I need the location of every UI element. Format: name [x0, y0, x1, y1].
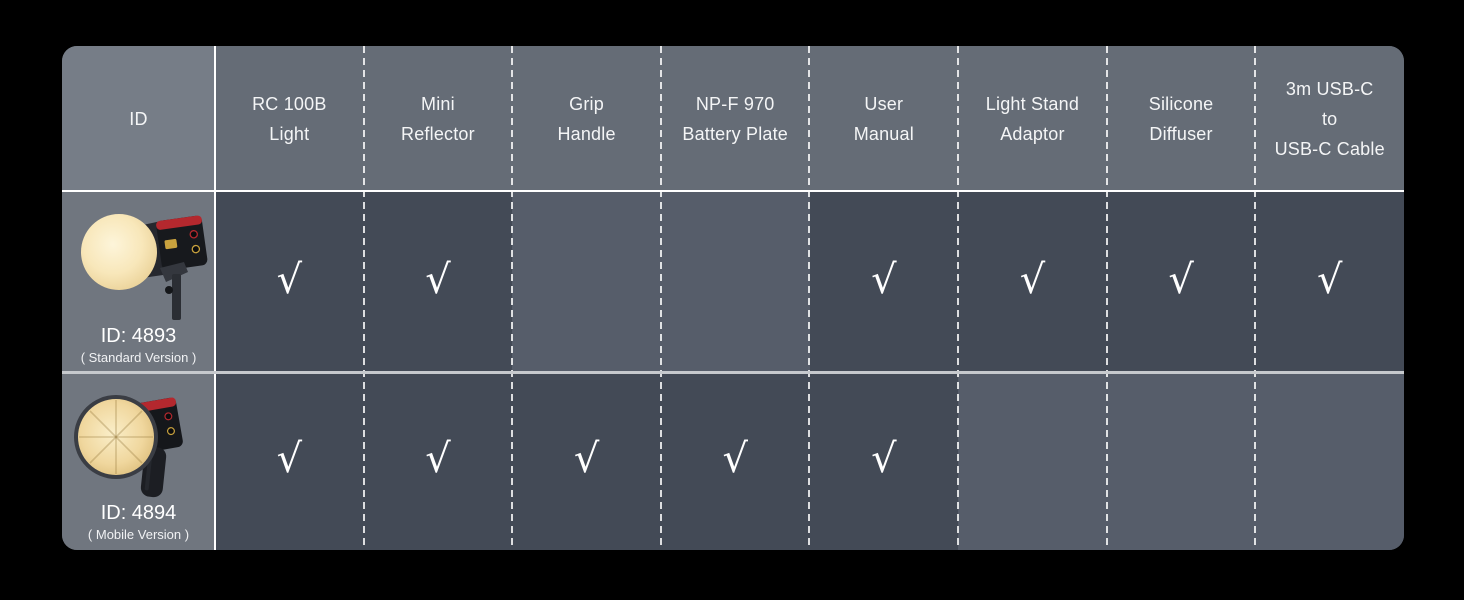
cell-row2-np-f-970-battery-plate: √: [660, 373, 810, 550]
product-image-light-with-dome-diffuser: [81, 214, 208, 320]
cell-row2-light-stand-adaptor: [958, 373, 1107, 550]
cell-row1-mini-reflector: √: [363, 192, 513, 373]
check-icon: √: [276, 435, 303, 482]
cell-row2-usb-c-cable: [1255, 373, 1404, 550]
column-header-label: ID: [129, 109, 148, 129]
column-header-label: Grip: [569, 94, 604, 114]
column-header-label: NP-F 970: [695, 94, 775, 114]
check-icon: √: [276, 256, 303, 303]
product-id-label: ID: 4893: [100, 325, 177, 347]
column-header-label: Battery Plate: [682, 124, 789, 144]
cell-row2-silicone-diffuser: [1106, 373, 1256, 550]
column-header-label-group: RC 100B Light: [252, 89, 326, 149]
column-header-rc-100b-light: RC 100B Light: [215, 46, 364, 192]
check-icon: √: [1168, 256, 1194, 303]
product-version-label: ( Mobile Version ): [87, 527, 190, 542]
column-header-label: Mini: [421, 94, 455, 114]
check-icon: √: [573, 435, 600, 482]
column-header-label: Light Stand: [985, 94, 1080, 114]
column-header-label: Reflector: [401, 124, 475, 144]
cell-row1-rc-100b-light: √: [215, 192, 364, 373]
check-icon: √: [1316, 256, 1343, 303]
product-version-label: ( Standard Version ): [80, 350, 197, 365]
cell-row1-grip-handle: [512, 192, 661, 373]
column-header-id: ID: [62, 46, 215, 192]
column-header-label: Handle: [557, 124, 616, 144]
column-header-label: RC 100B: [252, 94, 327, 114]
cell-row1-silicone-diffuser: √: [1106, 192, 1256, 373]
product-cell-row2: ID: 4894 ( Mobile Version ): [62, 373, 215, 550]
cell-row1-light-stand-adaptor: √: [958, 192, 1107, 373]
check-icon: √: [871, 435, 897, 482]
cell-row2-mini-reflector: √: [363, 373, 513, 550]
check-icon: √: [425, 435, 451, 482]
column-header-label-group: ID: [129, 104, 147, 134]
cell-row2-user-manual: √: [809, 373, 959, 550]
column-header-label: User: [864, 94, 904, 114]
product-cell-row1: ID: 4893 ( Standard Version ): [62, 192, 215, 373]
column-header-label: 3m USB-C: [1285, 79, 1374, 99]
column-header-label: Light: [269, 124, 310, 144]
check-icon: √: [722, 435, 748, 482]
column-header-label: USB-C Cable: [1274, 139, 1385, 159]
cell-row1-usb-c-cable: √: [1255, 192, 1404, 373]
column-header-label: Diffuser: [1149, 124, 1213, 144]
cell-row2-rc-100b-light: √: [215, 373, 364, 550]
check-icon: √: [871, 256, 897, 303]
cell-row1-user-manual: √: [809, 192, 959, 373]
column-header-label: Adaptor: [1000, 124, 1065, 144]
check-icon: √: [425, 256, 451, 303]
check-icon: √: [1019, 256, 1046, 303]
column-header-label: to: [1321, 109, 1338, 129]
column-header-label: Silicone: [1148, 94, 1214, 114]
cell-row1-np-f-970-battery-plate: [660, 192, 810, 373]
product-id-label: ID: 4894: [100, 502, 177, 524]
column-header-label: Manual: [853, 124, 914, 144]
cell-row2-grip-handle: √: [512, 373, 661, 550]
product-image-light-with-reflector-and-grip: [74, 395, 183, 498]
